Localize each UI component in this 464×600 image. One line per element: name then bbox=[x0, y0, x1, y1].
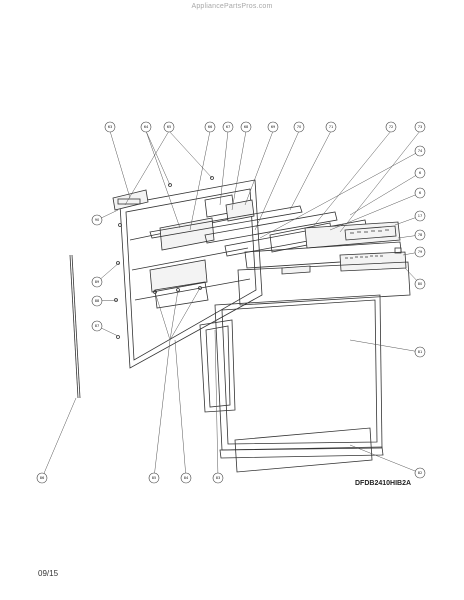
svg-text:89: 89 bbox=[95, 280, 100, 284]
callout-86: 86 bbox=[36, 472, 48, 484]
callout-74: 74 bbox=[414, 145, 426, 157]
callout-84: 84 bbox=[180, 472, 192, 484]
svg-text:70: 70 bbox=[297, 125, 302, 129]
svg-text:68: 68 bbox=[244, 125, 249, 129]
svg-text:67: 67 bbox=[226, 125, 231, 129]
svg-text:78: 78 bbox=[418, 233, 423, 237]
callout-78: 78 bbox=[414, 229, 426, 241]
svg-text:85: 85 bbox=[152, 476, 157, 480]
svg-text:66: 66 bbox=[208, 125, 213, 129]
callout-72: 72 bbox=[385, 121, 397, 133]
svg-text:17: 17 bbox=[418, 214, 423, 218]
svg-text:88: 88 bbox=[95, 299, 100, 303]
callout-82: 82 bbox=[414, 467, 426, 479]
callout-73: 73 bbox=[414, 121, 426, 133]
callout-69: 69 bbox=[267, 121, 279, 133]
callout-90: 90 bbox=[91, 214, 103, 226]
watermark: AppliancePartsPros.com bbox=[191, 3, 273, 10]
callout-88: 88 bbox=[91, 295, 103, 307]
svg-text:65: 65 bbox=[167, 125, 172, 129]
svg-text:69: 69 bbox=[271, 125, 276, 129]
callout-80: 80 bbox=[414, 278, 426, 290]
svg-text:82: 82 bbox=[418, 471, 423, 475]
svg-text:86: 86 bbox=[40, 476, 45, 480]
svg-text:71: 71 bbox=[329, 125, 334, 129]
kick-plate bbox=[234, 427, 373, 473]
vent-assembly bbox=[112, 189, 255, 251]
door-console bbox=[237, 261, 411, 306]
callout-67: 67 bbox=[222, 121, 234, 133]
callout-70: 70 bbox=[293, 121, 305, 133]
callout-68: 68 bbox=[240, 121, 252, 133]
callout-89: 89 bbox=[91, 276, 103, 288]
callout-81: 81 bbox=[414, 346, 426, 358]
svg-text:73: 73 bbox=[418, 125, 423, 129]
callout-71: 71 bbox=[325, 121, 337, 133]
date-code: 09/15 bbox=[38, 569, 59, 578]
callout-64: 64 bbox=[140, 121, 152, 133]
callout-17: 17 bbox=[414, 210, 426, 222]
inner-door-panel bbox=[119, 179, 263, 369]
callout-6-a: 6 bbox=[414, 167, 426, 179]
svg-text:6: 6 bbox=[419, 171, 422, 175]
control-panel bbox=[244, 221, 407, 272]
svg-text:6: 6 bbox=[419, 191, 422, 195]
svg-text:64: 64 bbox=[144, 125, 149, 129]
svg-text:74: 74 bbox=[418, 149, 423, 153]
door-seal-rod bbox=[69, 254, 81, 399]
callout-87: 87 bbox=[91, 320, 103, 332]
callout-83: 83 bbox=[212, 472, 224, 484]
svg-text:90: 90 bbox=[95, 218, 100, 222]
callout-85: 85 bbox=[148, 472, 160, 484]
screws bbox=[114, 176, 214, 339]
svg-text:63: 63 bbox=[108, 125, 113, 129]
model-code: DFDB2410HIB2A bbox=[355, 480, 412, 487]
outer-door-panel bbox=[214, 294, 384, 459]
svg-text:79: 79 bbox=[418, 250, 423, 254]
svg-text:87: 87 bbox=[95, 324, 100, 328]
callout-group: 63 64 65 66 67 68 69 70 71 72 73 74 6 6 … bbox=[36, 121, 426, 484]
svg-text:83: 83 bbox=[216, 476, 221, 480]
svg-text:81: 81 bbox=[418, 350, 423, 354]
callout-6-b: 6 bbox=[414, 187, 426, 199]
svg-text:80: 80 bbox=[418, 282, 423, 286]
side-panel bbox=[199, 319, 236, 413]
svg-text:84: 84 bbox=[184, 476, 189, 480]
callout-79: 79 bbox=[414, 246, 426, 258]
callout-65: 65 bbox=[163, 121, 175, 133]
svg-text:72: 72 bbox=[389, 125, 394, 129]
callout-66: 66 bbox=[204, 121, 216, 133]
callout-63: 63 bbox=[104, 121, 116, 133]
